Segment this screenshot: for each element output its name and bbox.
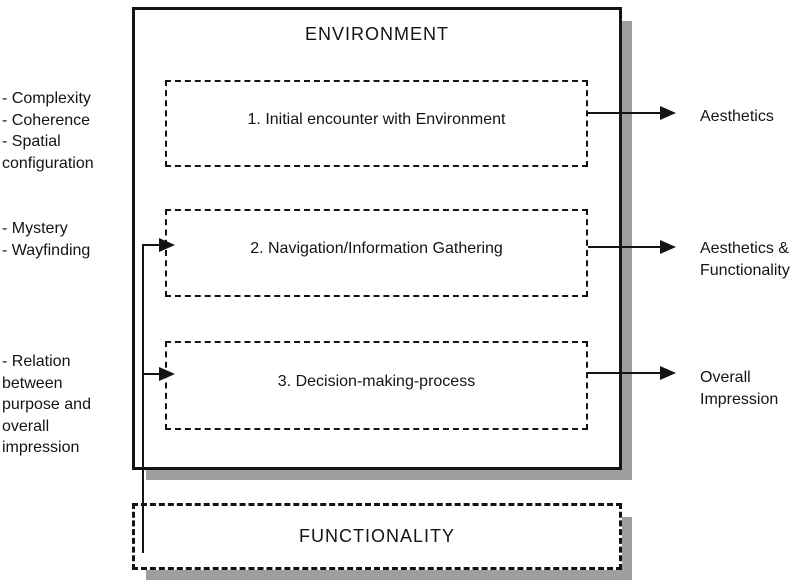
stage-box-navigation: 2. Navigation/Information Gathering [165, 209, 588, 297]
stage-box-initial-encounter: 1. Initial encounter with Environment [165, 80, 588, 167]
environment-box: ENVIRONMENT [132, 7, 622, 470]
connector-line-functionality-stage2 [142, 244, 160, 246]
connector-line-stage2-outcome [588, 246, 661, 248]
input-label-stage1: - Complexity - Coherence - Spatial confi… [2, 90, 94, 172]
outcome-label-stage1: Aesthetics [700, 108, 774, 125]
stage-label-navigation: 2. Navigation/Information Gathering [250, 240, 503, 257]
arrow-right-icon [159, 367, 175, 381]
stage-box-decision-making: 3. Decision-making-process [165, 341, 588, 430]
input-label-stage3: - Relation between purpose and overall i… [2, 353, 91, 456]
arrow-right-icon [660, 366, 676, 380]
outcome-label-stage2: Aesthetics & Functionality [700, 240, 790, 279]
connector-line-functionality-vertical [142, 244, 144, 553]
connector-line-functionality-stage3 [142, 373, 160, 375]
outcome-label-stage3: Overall Impression [700, 369, 779, 408]
functionality-title: FUNCTIONALITY [298, 526, 455, 546]
connector-line-stage3-outcome [588, 372, 661, 374]
arrow-right-icon [159, 238, 175, 252]
arrow-right-icon [660, 240, 676, 254]
input-label-stage2: - Mystery - Wayfinding [2, 220, 91, 259]
functionality-box: FUNCTIONALITY [132, 503, 622, 570]
connector-line-stage1-outcome [588, 112, 661, 114]
stage-label-initial-encounter: 1. Initial encounter with Environment [247, 110, 506, 128]
stage-label-decision-making: 3. Decision-making-process [277, 372, 476, 390]
arrow-right-icon [660, 106, 676, 120]
environment-title: ENVIRONMENT [304, 24, 449, 44]
